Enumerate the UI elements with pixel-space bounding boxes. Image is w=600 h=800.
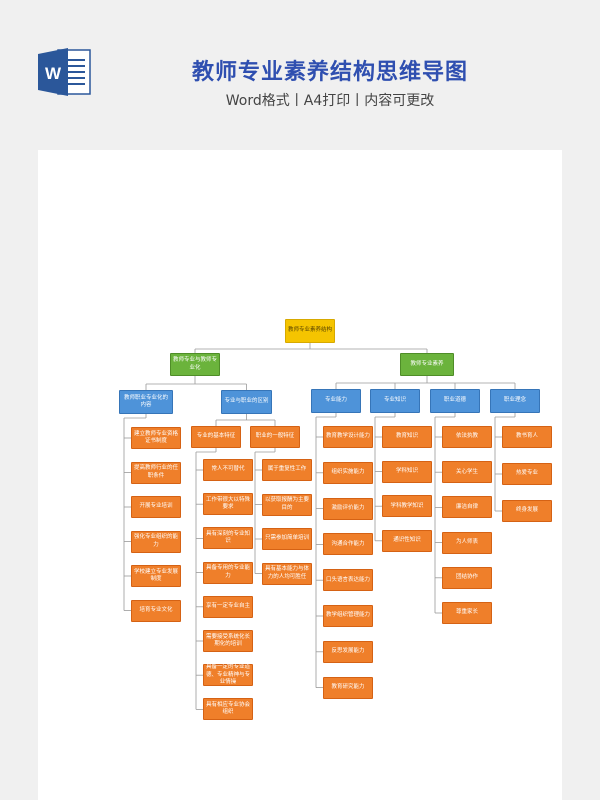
sub-branch-left-0: 教师职业专业化的内容 <box>119 390 173 414</box>
leaf-node: 尊重家长 <box>442 602 492 624</box>
page-subtitle: Word格式丨A4打印丨内容可更改 <box>225 93 435 109</box>
leaf-node: 团结协作 <box>442 566 492 589</box>
leaf-node: 常人不可替代 <box>203 459 253 481</box>
sub-branch-right-3: 职业理念 <box>490 389 540 413</box>
leaf-node: 沟通合作能力 <box>323 533 373 556</box>
leaf-node: 具有深刻的专业知识 <box>203 527 253 550</box>
leaf-node: 以获取报酬为主要目的 <box>262 493 312 516</box>
leaf-node: 具有相应专业协会组织 <box>203 698 253 721</box>
leaf-node: 具有基本能力与体力的人均可胜任 <box>262 562 312 585</box>
leaf-node: 学科知识 <box>382 460 432 483</box>
leaf-node: 反思发展能力 <box>323 640 373 663</box>
group-node-1: 职业的一般特征 <box>250 426 300 448</box>
leaf-node: 教育教学设计能力 <box>323 426 373 448</box>
branch-left: 教师专业与教师专业化 <box>170 353 220 376</box>
leaf-node: 廉洁自律 <box>442 496 492 519</box>
leaf-node: 依法执教 <box>442 426 492 448</box>
page-title: 教师专业素养结构思维导图 <box>191 60 468 85</box>
leaf-node: 学校建立专业发展制度 <box>131 565 181 587</box>
sub-branch-right-0: 专业能力 <box>311 389 361 413</box>
leaf-node: 终身发展 <box>502 500 552 522</box>
word-logo-icon: W <box>38 48 91 96</box>
leaf-node: 教育知识 <box>382 426 432 448</box>
leaf-node: 具备专用的专业能力 <box>203 561 253 584</box>
leaf-node: 提高教师行业的任职条件 <box>131 461 181 484</box>
leaf-node: 为人师表 <box>442 531 492 554</box>
leaf-node: 教育研究能力 <box>323 676 373 699</box>
leaf-node: 教书育人 <box>502 426 552 448</box>
branch-right: 教师专业素养 <box>400 353 454 376</box>
sub-branch-right-1: 专业知识 <box>370 389 420 413</box>
leaf-node: 建立教师专业资格证书制度 <box>131 427 181 449</box>
leaf-node: 开展专业培训 <box>131 496 181 518</box>
group-node-0: 专业的基本特征 <box>191 426 241 448</box>
connector-lines <box>123 343 516 710</box>
sub-branch-left-1: 专业与职业的区别 <box>221 390 272 414</box>
leaf-node: 通识性知识 <box>382 529 432 552</box>
leaf-node: 组织实施能力 <box>323 461 373 484</box>
leaf-node: 属于重复性工作 <box>262 459 312 481</box>
leaf-node: 享有一定专业自主 <box>203 595 253 618</box>
leaf-node: 工作带很大以特殊要求 <box>203 493 253 516</box>
logo-letter: W <box>45 64 62 83</box>
document-page: 教师专业素养结构教师专业与教师专业化 教师专业素养教师职业专业化的内容 专业与职业的… <box>38 150 562 800</box>
leaf-node: 激励评价能力 <box>323 497 373 520</box>
root-node: 教师专业素养结构 <box>285 319 335 343</box>
leaf-node: 教学组织管理能力 <box>323 605 373 627</box>
leaf-node: 热爱专业 <box>502 463 552 485</box>
leaf-node: 口头语言表达能力 <box>323 569 373 592</box>
leaf-node: 学科教学知识 <box>382 495 432 518</box>
leaf-node: 需要接受系统化长期化的培训 <box>203 630 253 652</box>
sub-branch-right-2: 职业道德 <box>430 389 480 413</box>
leaf-node: 强化专业组织的能力 <box>131 530 181 553</box>
leaf-node: 只需参加简单培训 <box>262 528 312 550</box>
leaf-node: 具备一定的专业道德、专业精神与专业情操 <box>203 664 253 687</box>
leaf-node: 关心学生 <box>442 461 492 484</box>
leaf-node: 培育专业文化 <box>131 599 181 622</box>
